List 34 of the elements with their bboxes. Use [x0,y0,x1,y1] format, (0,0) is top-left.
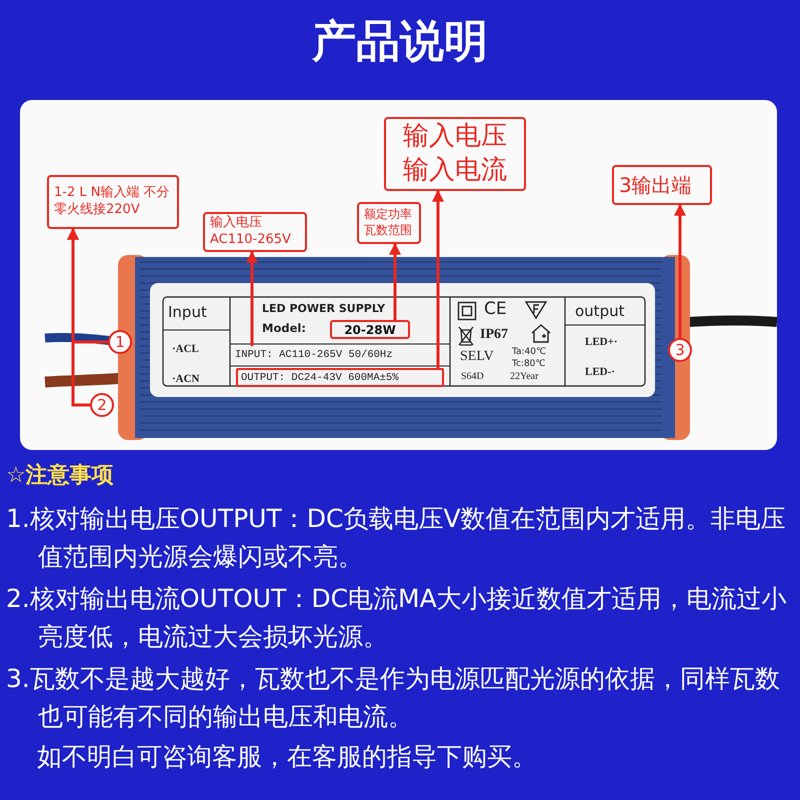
callout-box: 输入电压 AC110-265V [203,212,307,252]
arrow [246,250,258,346]
rating-text: IP67 [480,327,508,344]
rating-text: Ta:40℃ [512,347,546,358]
terminal-label: ·ACN [172,373,200,386]
rating-text: Tc:80℃ [512,359,546,370]
note-text: 3.瓦数不是越大越好，瓦数也不是作为电源匹配光源的依据，同样瓦数也可能有不同的输出电压和电流。 [6,663,781,733]
note-text: 如不明白可咨询客服，在客服的指导下购买。 [37,741,538,773]
callout-box: 1-2 L N输入端 不分零火线接220V [47,175,179,229]
arrow [432,190,444,368]
callout-box: 3输出端 [612,165,712,205]
terminal-label: LED+· [585,336,618,349]
arrow [389,242,401,320]
model-label: Model: [262,322,306,336]
terminal-label: LED-· [585,366,615,379]
arrow [674,204,686,338]
highlighted-spec: OUTPUT: DC24-43V 600MA±5% [236,368,444,387]
column-heading: Input [168,304,207,322]
rating-text: S64D [461,371,484,382]
note-text: 1.核对输出电压OUTPUT：DC负载电压V数值在范围内才适用。非电压值范围内光源会爆闪或不亮。 [6,503,787,573]
rating-text: 22Year [510,371,538,382]
title: 产品说明 [311,15,489,69]
spec-text: INPUT: AC110-265V 50/60Hz [235,346,430,364]
callout-box: 输入电压输入电流 [384,117,526,191]
product-name: LED POWER SUPPLY [262,303,386,316]
notes-heading: ☆注意事项 [6,462,114,490]
note-text: 2.核对输出电流OUTOUT：DC电流MA大小接近数值才适用，电流过小亮度低，电流过大会损坏光源。 [6,583,788,653]
highlighted-spec: 20-28W [330,320,410,339]
rating-text: SELV [460,349,494,366]
column-heading: output [575,303,624,320]
callout-box: 额定功率瓦数范围 [357,202,421,244]
arrow [67,228,90,406]
certification-mark: CE [484,300,507,320]
terminal-label: ·ACL [172,343,199,356]
